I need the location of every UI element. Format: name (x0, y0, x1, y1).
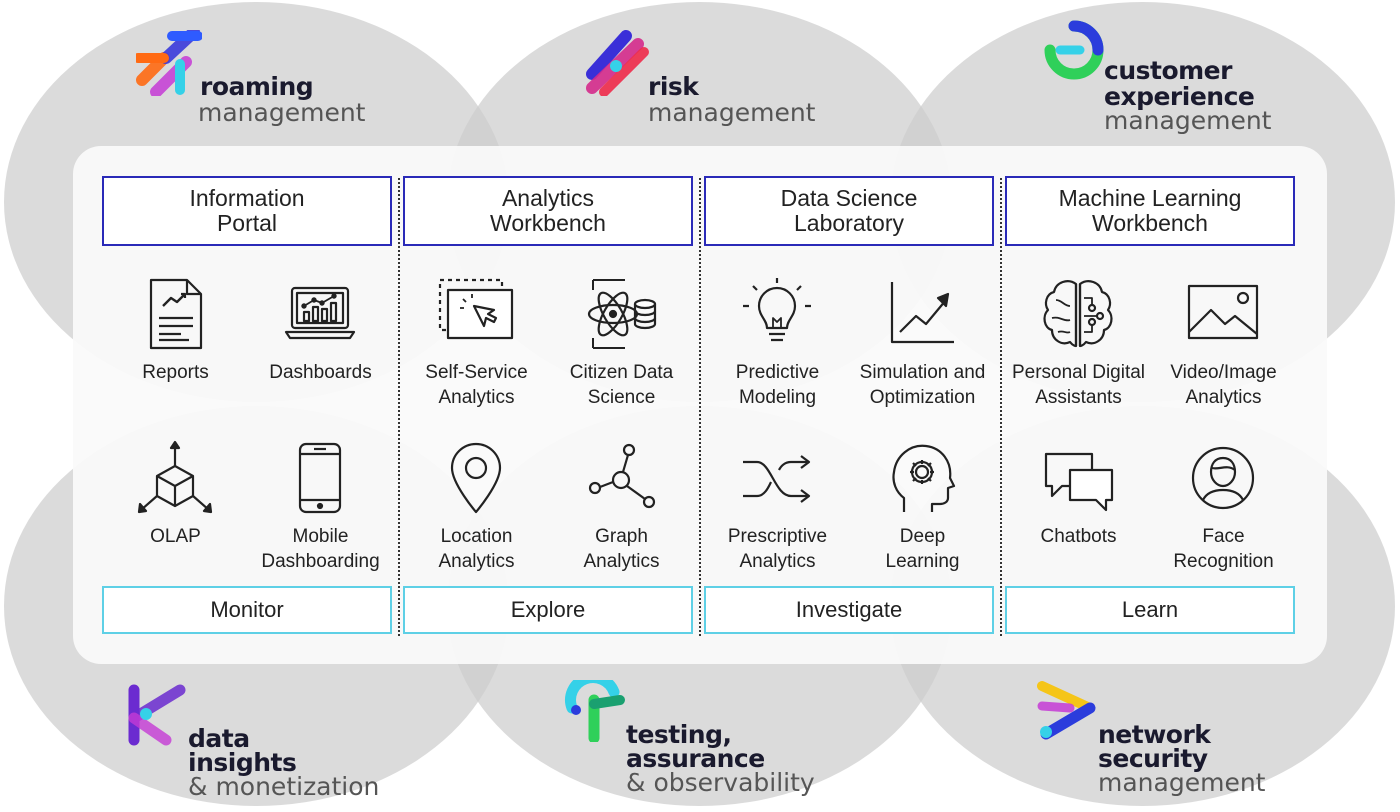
item-label: Simulation and Optimization (859, 362, 986, 408)
item-label: Dashboards (269, 362, 372, 383)
item-label: Chatbots (1040, 526, 1117, 547)
column-divider-3 (1000, 178, 1002, 636)
chat-bubbles-icon (1040, 440, 1116, 516)
risk-title: risk (648, 72, 699, 101)
testing-subtitle: & observability (626, 768, 815, 797)
network-title-line2: security (1098, 744, 1208, 773)
data-insights-logo-icon (128, 684, 186, 746)
roaming-logo-icon (136, 30, 202, 96)
column-information-portal: Information Portal Reports (102, 176, 392, 636)
column-footer-text: Investigate (795, 597, 903, 622)
column-analytics-workbench: Analytics Workbench Self-Service Analyti… (403, 176, 693, 636)
item-label: Personal Digital Assistants (1011, 362, 1146, 408)
mobile-phone-icon (282, 440, 358, 516)
cx-subtitle: management (1104, 106, 1272, 135)
roaming-subtitle: management (198, 98, 366, 127)
lightbulb-icon (739, 276, 815, 352)
cx-logo-icon (1044, 20, 1104, 80)
cx-title-line1: customer (1104, 56, 1232, 85)
column-header-text: Analytics Workbench (490, 185, 606, 236)
olap-cube-icon (137, 440, 213, 516)
column-header-text: Machine Learning Workbench (1058, 185, 1242, 236)
roaming-title: roaming (200, 72, 314, 101)
column-header-text: Data Science Laboratory (780, 185, 918, 236)
report-icon (137, 276, 213, 352)
column-data-science-laboratory: Data Science Laboratory Predictive Model… (704, 176, 994, 636)
cx-title-line2: experience (1104, 82, 1255, 111)
column-header: Data Science Laboratory (704, 176, 994, 246)
risk-logo-icon (586, 30, 649, 96)
column-header: Machine Learning Workbench (1005, 176, 1295, 246)
item-label: Graph Analytics (583, 526, 660, 572)
item-label: Reports (142, 362, 209, 383)
item-label: Deep Learning (885, 526, 960, 572)
cursor-window-icon (438, 276, 514, 352)
data-insights-title-line1: data (188, 724, 250, 753)
data-insights-subtitle: & monetization (188, 772, 380, 801)
item-label: Mobile Dashboarding (261, 526, 380, 572)
item-label: Video/Image Analytics (1170, 362, 1277, 408)
column-machine-learning-workbench: Machine Learning Workbench Personal Digi… (1005, 176, 1295, 636)
dashboard-laptop-icon (282, 276, 358, 352)
atom-database-icon (583, 276, 659, 352)
data-insights-title-line2: insights (188, 748, 297, 777)
column-header: Information Portal (102, 176, 392, 246)
column-footer: Investigate (704, 586, 994, 634)
column-footer: Learn (1005, 586, 1295, 634)
network-title-line1: network (1098, 720, 1211, 749)
column-footer-text: Learn (1121, 597, 1179, 622)
network-security-logo-icon (1037, 681, 1096, 740)
shuffle-icon (739, 440, 815, 516)
column-footer-text: Explore (510, 597, 586, 622)
image-icon (1185, 276, 1261, 352)
risk-subtitle: management (648, 98, 816, 127)
column-footer-text: Monitor (210, 597, 284, 622)
item-label: Citizen Data Science (569, 362, 674, 408)
item-label: Predictive Modeling (735, 362, 820, 408)
item-label: Face Recognition (1173, 526, 1274, 572)
brain-circuit-icon (1040, 276, 1116, 352)
column-divider-2 (699, 178, 701, 636)
column-divider-1 (398, 178, 400, 636)
column-header-text: Information Portal (189, 185, 305, 236)
column-footer: Explore (403, 586, 693, 634)
item-label: Location Analytics (438, 526, 515, 572)
item-label: OLAP (150, 526, 201, 547)
face-icon (1185, 440, 1261, 516)
column-footer: Monitor (102, 586, 392, 634)
item-label: Prescriptive Analytics (727, 526, 828, 572)
network-subtitle: management (1098, 768, 1266, 797)
head-gear-icon (884, 440, 960, 516)
testing-title-line2: assurance (626, 744, 765, 773)
map-pin-icon (438, 440, 514, 516)
trend-chart-icon (884, 276, 960, 352)
testing-title-line1: testing, (626, 720, 732, 749)
testing-logo-icon (565, 680, 625, 742)
graph-nodes-icon (583, 440, 659, 516)
item-label: Self-Service Analytics (425, 362, 528, 408)
column-header: Analytics Workbench (403, 176, 693, 246)
